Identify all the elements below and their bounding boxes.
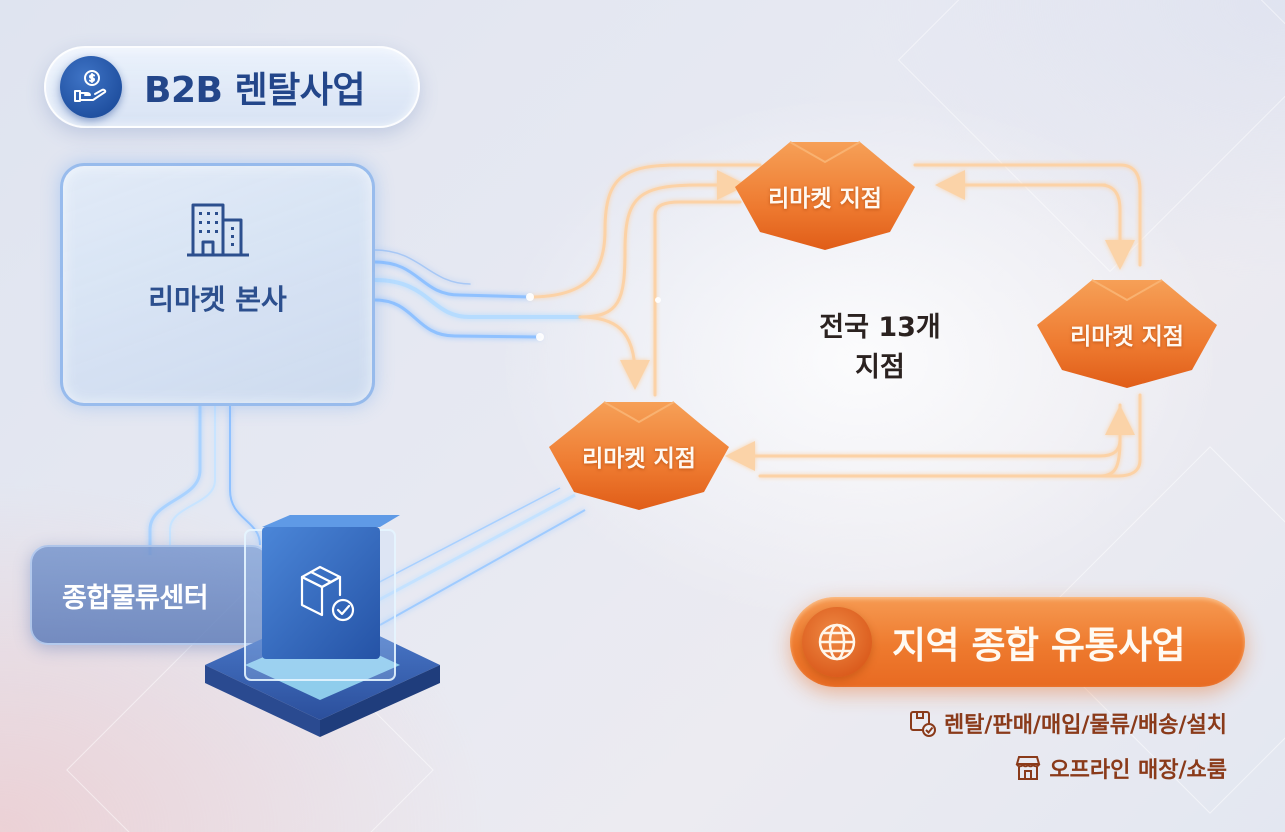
network-summary-line1: 전국 13개 <box>819 312 941 343</box>
branch-node-bottom-left: 리마켓 지점 <box>544 392 734 512</box>
storefront-icon <box>1016 756 1041 780</box>
logistics-cube <box>205 515 440 737</box>
regional-distribution-label: 지역 종합 유통사업 <box>892 624 1186 667</box>
building-icon <box>186 202 249 262</box>
b2b-rental-badge: B2B 렌탈사업 <box>44 46 420 128</box>
network-summary-line2: 지점 <box>855 352 905 383</box>
package-check-icon <box>909 711 936 737</box>
service-text: 오프라인 매장/쇼룸 <box>1049 758 1227 783</box>
package-check-icon <box>300 565 355 622</box>
branch-label: 리마켓 지점 <box>1070 324 1184 350</box>
logistics-center-label: 종합물류센터 <box>62 582 209 614</box>
branch-label: 리마켓 지점 <box>768 186 882 212</box>
network-summary: 전국 13개 지점 <box>790 308 970 388</box>
logistics-center-badge: 종합물류센터 <box>30 545 270 645</box>
branch-label: 리마켓 지점 <box>582 446 696 472</box>
branch-node-top: 리마켓 지점 <box>730 132 920 252</box>
regional-distribution-badge: 지역 종합 유통사업 <box>790 597 1245 687</box>
hand-coin-icon <box>60 56 122 118</box>
service-item: 오프라인 매장/쇼룸 <box>1013 752 1227 784</box>
branch-node-right: 리마켓 지점 <box>1032 270 1222 390</box>
service-item: 렌탈/판매/매입/물류/배송/설치 <box>908 707 1227 739</box>
branch-hex-shape <box>549 401 729 510</box>
headquarters-label: 리마켓 본사 <box>148 283 287 316</box>
service-text: 렌탈/판매/매입/물류/배송/설치 <box>943 713 1227 738</box>
b2b-rental-label: B2B 렌탈사업 <box>144 70 365 111</box>
headquarters-card: 리마켓 본사 <box>60 163 375 406</box>
branch-hex-shape <box>735 141 915 250</box>
globe-icon <box>802 607 872 677</box>
branch-hex-shape <box>1037 279 1217 388</box>
